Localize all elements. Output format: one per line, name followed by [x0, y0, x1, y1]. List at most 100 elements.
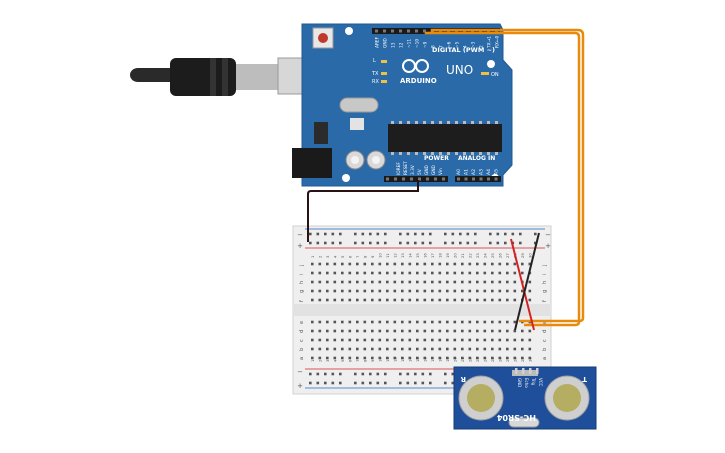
digital-pin-label: ~6 — [447, 41, 453, 48]
row-letter: b — [299, 348, 305, 351]
column-number: 4 — [332, 359, 337, 362]
digital-pin-label: 8 — [431, 45, 437, 48]
column-number: 16 — [422, 253, 427, 258]
digital-pin-label: ~11 — [407, 39, 413, 48]
column-number: 30 — [527, 253, 532, 258]
column-number: 24 — [482, 253, 487, 258]
digital-pin-label: RX←0 — [495, 35, 501, 48]
row-letter: i — [542, 274, 548, 275]
analog-pin-label: A0 — [456, 169, 462, 175]
row-letter: c — [299, 339, 305, 342]
sensor-t-marker: T — [582, 375, 587, 383]
column-number: 13 — [400, 253, 405, 258]
column-number: 3 — [325, 255, 330, 258]
row-letter: c — [542, 339, 548, 342]
rail-polarity-mark: − — [297, 231, 303, 239]
digital-pin-label: ~10 — [415, 39, 421, 48]
column-number: 8 — [362, 255, 367, 258]
rail-polarity-mark: + — [297, 242, 303, 250]
column-number: 10 — [377, 253, 382, 258]
rail-polarity-mark: + — [545, 242, 551, 250]
row-letter: j — [299, 265, 305, 267]
uno-model-label: UNO — [446, 63, 473, 77]
on-led-label: ON — [491, 72, 499, 78]
hc-sr04-label: HC-SR04 — [496, 413, 536, 422]
column-number: 14 — [407, 253, 412, 258]
sensor-r-marker: R — [460, 375, 466, 383]
digital-pwm-label: DIGITAL (PWM ~) — [432, 46, 495, 54]
column-number: 5 — [340, 255, 345, 258]
column-number: 9 — [370, 255, 375, 258]
digital-pin-label: 7 — [439, 45, 445, 48]
column-number: 1 — [310, 359, 315, 362]
column-number: 1 — [310, 255, 315, 258]
column-number: 17 — [430, 253, 435, 258]
row-letter: d — [299, 330, 305, 333]
rx-led-label: RX — [372, 79, 379, 85]
analog-pin-label: A5 — [494, 169, 500, 175]
row-letter: h — [299, 281, 305, 284]
power-pin-label: RESET — [403, 161, 409, 175]
analog-in-label: ANALOG IN — [458, 155, 495, 162]
row-letter: h — [542, 281, 548, 284]
column-number: 20 — [452, 253, 457, 258]
row-letter: g — [542, 290, 548, 293]
row-letter: b — [542, 348, 548, 351]
row-letter: g — [299, 290, 305, 293]
power-pin-label: 5V — [417, 169, 423, 175]
digital-pin-label: ~5 — [455, 41, 461, 48]
column-number: 26 — [497, 253, 502, 258]
power-pin-label: GND — [431, 164, 437, 175]
digital-pin-label: 13 — [391, 42, 397, 48]
column-number: 3 — [325, 359, 330, 362]
column-number: 7 — [355, 255, 360, 258]
power-pin-label: IOREF — [396, 162, 402, 175]
row-letter: e — [542, 321, 548, 324]
breadboard: −+−+−+−+11223344556677889910101111121213… — [292, 225, 552, 395]
row-letter: i — [299, 274, 305, 275]
row-letter: j — [542, 265, 548, 267]
usb-cable — [130, 57, 323, 96]
l-led-label: L — [373, 58, 376, 64]
column-number: 15 — [415, 253, 420, 258]
row-letter: a — [542, 357, 548, 360]
sensor-pin-label: GND — [517, 378, 522, 387]
digital-pin-label: AREF — [375, 36, 381, 48]
power-pin-label: Vin — [438, 168, 444, 175]
column-number: 6 — [347, 255, 352, 258]
column-number: 6 — [347, 359, 352, 362]
rail-polarity-mark: − — [297, 368, 303, 376]
column-number: 22 — [467, 253, 472, 258]
power-label: POWER — [424, 155, 449, 162]
column-number: 2 — [317, 359, 322, 362]
column-number: 2 — [317, 255, 322, 258]
digital-pin-label: TX→1 — [487, 36, 493, 49]
column-number: 5 — [340, 359, 345, 362]
row-letter: d — [542, 330, 548, 333]
column-number: 21 — [460, 253, 465, 258]
wire-orange-trig — [430, 28, 585, 323]
sensor-pin-label: Trig — [531, 377, 536, 386]
arduino-logo-icon — [402, 59, 429, 73]
column-number: 11 — [385, 253, 390, 258]
tx-led-label: TX — [371, 71, 379, 77]
wires — [307, 28, 585, 331]
column-number: 12 — [392, 253, 397, 258]
digital-pin-label: 2 — [479, 45, 485, 48]
digital-pin-label: ~9 — [423, 41, 429, 48]
power-pin-label: 3.3V — [410, 165, 416, 175]
wire-orange-echo — [424, 31, 581, 327]
power-pin-label: GND — [424, 164, 430, 175]
column-number: 7 — [355, 359, 360, 362]
row-letter: f — [299, 300, 305, 302]
sensor-pin-label: Echo — [524, 378, 529, 388]
rail-polarity-mark: − — [545, 231, 551, 239]
digital-pin-label: ~3 — [471, 41, 477, 48]
digital-pin-label: 4 — [463, 45, 469, 48]
digital-pin-label: GND — [383, 37, 389, 48]
column-number: 23 — [475, 253, 480, 258]
wire-black-ground — [514, 232, 540, 331]
